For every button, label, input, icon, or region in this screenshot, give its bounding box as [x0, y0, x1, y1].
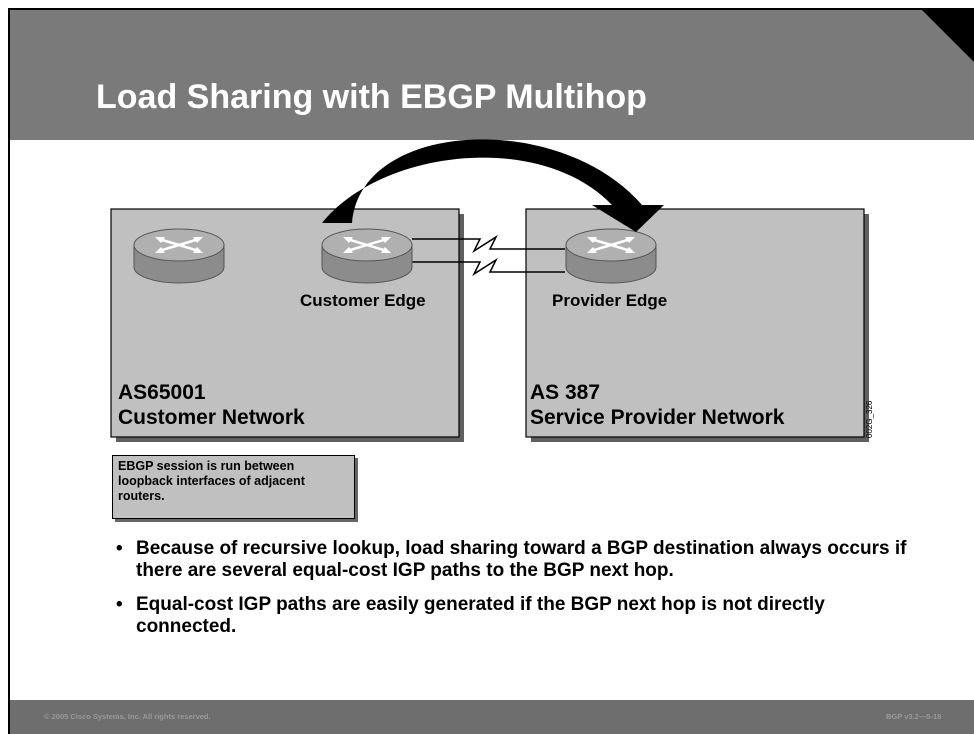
corner-mark — [922, 10, 974, 62]
router-icon — [132, 227, 226, 285]
slide-title: Load Sharing with EBGP Multihop — [96, 78, 647, 116]
customer-as-number: AS65001 — [118, 381, 206, 404]
serial-links — [412, 234, 565, 277]
figure-id: 002G_326 — [865, 400, 874, 438]
bullet-text: Equal-cost IGP paths are easily generate… — [136, 594, 825, 637]
provider-edge-router-icon — [564, 227, 658, 285]
footer-bar — [10, 700, 974, 734]
session-note: EBGP session is run between loopback int… — [112, 455, 355, 519]
customer-edge-router-icon — [320, 227, 414, 285]
bullet-list: • Because of recursive lookup, load shar… — [110, 538, 930, 650]
copyright-text: © 2005 Cisco Systems, Inc. All rights re… — [44, 712, 211, 721]
ebgp-session-arrow — [322, 139, 664, 232]
provider-network-label: Service Provider Network — [530, 406, 785, 429]
course-code: BGP v3.2—5-18 — [886, 712, 942, 721]
bullet-glyph: • — [116, 538, 123, 559]
title-bar — [10, 10, 974, 140]
provider-as-number: AS 387 — [530, 381, 601, 404]
list-item: • Equal-cost IGP paths are easily genera… — [110, 594, 930, 638]
bullet-glyph: • — [116, 594, 123, 615]
bullet-text: Because of recursive lookup, load sharin… — [136, 538, 907, 581]
customer-edge-label: Customer Edge — [300, 291, 426, 310]
customer-network-label: Customer Network — [118, 406, 305, 429]
list-item: • Because of recursive lookup, load shar… — [110, 538, 930, 582]
provider-edge-label: Provider Edge — [552, 291, 668, 310]
